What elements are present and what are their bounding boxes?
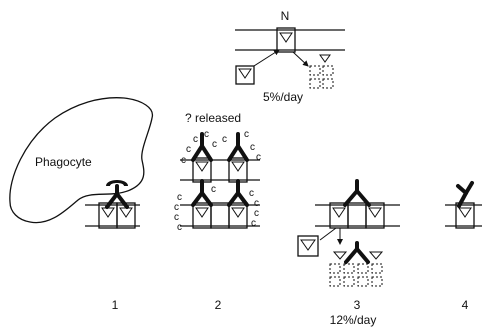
panel4-membrane xyxy=(445,181,482,229)
panel-4-label: 4 xyxy=(462,298,469,312)
svg-text:c: c xyxy=(222,134,227,145)
panel1-antibody xyxy=(105,180,129,209)
svg-text:c: c xyxy=(181,155,186,166)
panel2-upper-complement: c c c c c c c c c xyxy=(181,129,261,166)
phagocyte-outline xyxy=(9,97,154,224)
svg-text:c: c xyxy=(212,139,217,150)
svg-text:c: c xyxy=(177,222,182,233)
svg-text:c: c xyxy=(254,198,259,209)
svg-text:c: c xyxy=(186,144,191,155)
top-membrane xyxy=(235,27,345,53)
svg-text:c: c xyxy=(174,202,179,213)
rate-bottom: 12%/day xyxy=(330,313,377,327)
panel3-free-receptor xyxy=(297,235,319,257)
label-phagocyte: Phagocyte xyxy=(35,155,92,169)
panel2-lower-complement: c c c c c c c c c xyxy=(174,184,259,233)
panel1-membrane xyxy=(85,202,140,229)
arrow-degrade xyxy=(292,51,309,67)
panel-2-label: 2 xyxy=(215,298,222,312)
panel3-degradation-fragments xyxy=(329,241,384,287)
panel2-lower xyxy=(180,179,260,229)
panel2-upper xyxy=(180,132,260,183)
svg-text:c: c xyxy=(254,208,259,219)
label-N: N xyxy=(281,9,290,23)
panel-3-label: 3 xyxy=(354,298,361,312)
rate-top: 5%/day xyxy=(263,90,303,104)
panel3-membrane xyxy=(315,179,400,229)
arrow-insert xyxy=(253,49,280,67)
svg-text:c: c xyxy=(193,134,198,145)
svg-text:c: c xyxy=(211,184,216,195)
svg-text:c: c xyxy=(249,188,254,199)
svg-text:c: c xyxy=(251,218,256,229)
svg-text:c: c xyxy=(250,142,255,153)
svg-text:c: c xyxy=(244,129,249,140)
svg-text:c: c xyxy=(256,152,261,163)
top-free-receptor xyxy=(235,65,255,85)
top-degradation-fragments xyxy=(309,54,334,89)
svg-text:c: c xyxy=(174,212,179,223)
panel-1-label: 1 xyxy=(112,298,119,312)
svg-text:c: c xyxy=(204,129,209,140)
svg-text:c: c xyxy=(177,192,182,203)
arrow-insert-3 xyxy=(319,227,337,241)
label-released: ? released xyxy=(185,111,241,125)
